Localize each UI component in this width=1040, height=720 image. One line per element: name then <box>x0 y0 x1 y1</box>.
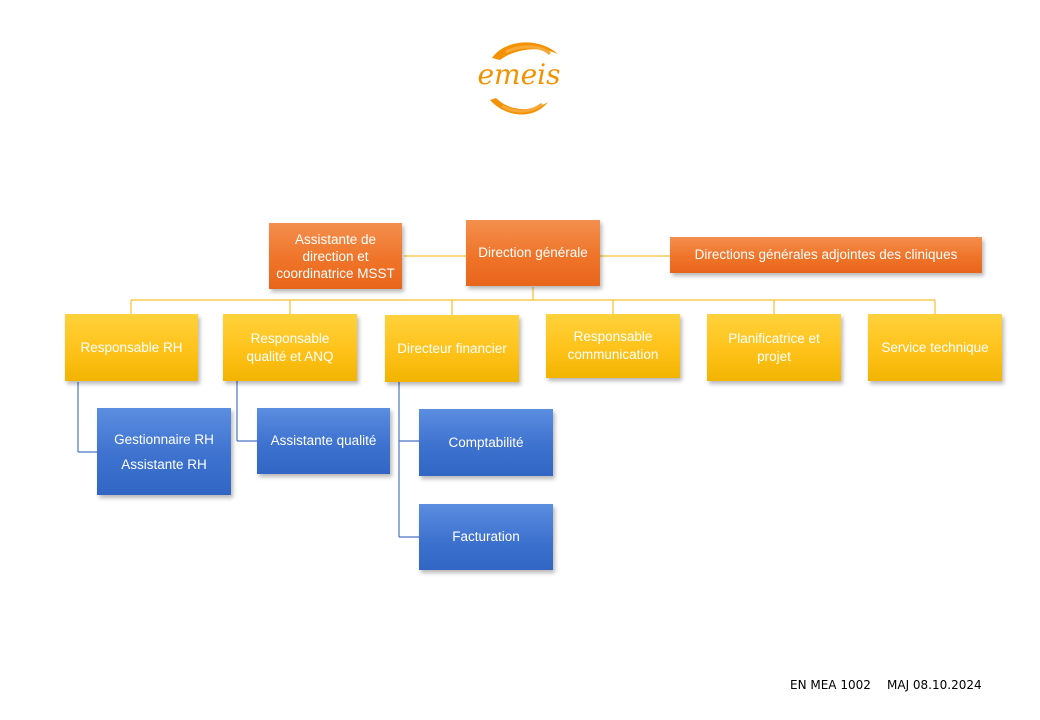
directions-adjointes-label: Directions générales adjointes des clini… <box>694 247 958 262</box>
emeis-logo: emeis <box>477 42 561 115</box>
logo-lower-stroke <box>501 102 543 113</box>
direction-generale-label: Direction générale <box>478 245 588 260</box>
department-box-financier: Directeur financier <box>385 315 519 382</box>
department-box-planification: Planificatrice et projet <box>707 314 841 381</box>
direction-generale-box: Direction générale <box>466 220 600 286</box>
subunit-box-comptabilite: Comptabilité <box>419 409 553 476</box>
department-label: Responsable qualité et ANQ <box>246 330 334 364</box>
footer-updated: MAJ 08.10.2024 <box>887 678 982 692</box>
subunit-label: Gestionnaire RH <box>114 431 214 447</box>
logo-text: emeis <box>477 58 560 91</box>
assistant-box: Assistante de direction et coordinatrice… <box>269 223 402 289</box>
subunit-box-assistante-qualite: Assistante qualité <box>257 408 390 474</box>
directions-adjointes-box: Directions générales adjointes des clini… <box>670 237 982 273</box>
footer-doc-ref: EN MEA 1002 <box>790 678 871 692</box>
subunit-box-facturation: Facturation <box>419 504 553 570</box>
department-label: Directeur financier <box>397 340 507 356</box>
department-label: Planificatrice et projet <box>728 330 820 364</box>
assistant-label: Assistante de direction et coordinatrice… <box>276 231 395 281</box>
department-box-communication: Responsable communication <box>546 314 680 378</box>
subunit-label: Assistante RH <box>121 456 207 472</box>
department-label: Responsable communication <box>567 329 659 362</box>
department-label: Service technique <box>881 339 989 355</box>
logo-upper-stroke <box>505 45 552 56</box>
department-box-technique: Service technique <box>868 314 1002 381</box>
subunit-label: Comptabilité <box>448 434 524 450</box>
department-label: Responsable RH <box>80 339 183 355</box>
subunit-label: Assistante qualité <box>270 433 377 448</box>
department-box-rh: Responsable RH <box>65 314 198 381</box>
subunit-label: Facturation <box>452 529 520 544</box>
department-box-qualite: Responsable qualité et ANQ <box>223 314 357 381</box>
logo-upper-hand <box>492 42 558 60</box>
subunit-box-rh: Gestionnaire RH Assistante RH <box>97 408 231 495</box>
